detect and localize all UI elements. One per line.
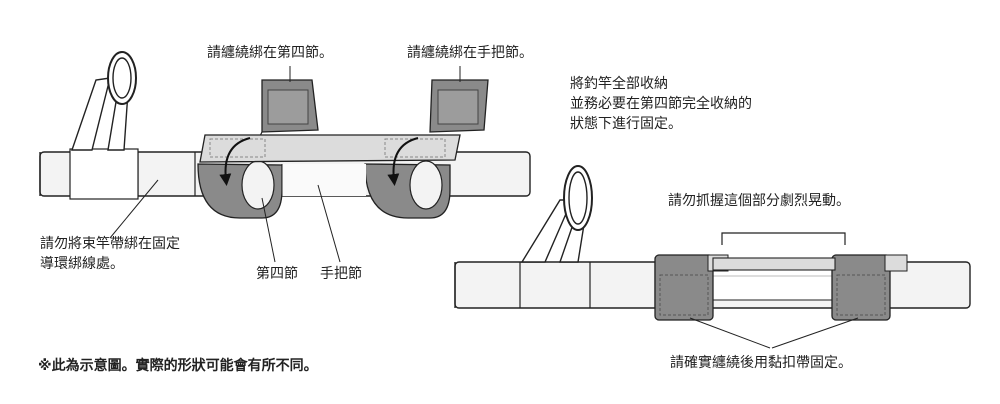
- label-part-handle: 手把節: [320, 266, 362, 282]
- right-illustration: [454, 165, 971, 349]
- handle-section: [282, 164, 366, 196]
- disclaimer-note: ※此為示意圖。實際的形狀可能會有所不同。: [38, 358, 318, 374]
- no-shake-bracket: [721, 232, 846, 245]
- strap-handle-section: [364, 79, 489, 219]
- strap-wrapped-right: [831, 254, 908, 321]
- guide-wrap-left: [69, 148, 139, 200]
- label-wind-handle: 請纏繞綁在手把節。: [407, 45, 533, 61]
- left-illustration: [39, 51, 531, 263]
- strap-4th-section: [197, 79, 319, 219]
- label-guide-line1: 請勿將束竿帶綁在固定: [40, 236, 180, 252]
- wind-arrow-4th: [219, 137, 251, 186]
- wind-arrow-handle: [387, 137, 419, 186]
- strap-band-right: [712, 257, 836, 271]
- label-velcro: 請確實纏繞後用黏扣帶固定。: [670, 355, 852, 371]
- guide-ring-right: [520, 165, 593, 263]
- label-no-shake: 請勿抓握這個部分劇烈晃動。: [668, 193, 850, 209]
- label-guide-line2: 導環綁線處。: [40, 256, 124, 272]
- label-part-4th: 第四節: [256, 266, 298, 282]
- label-store-instruction: 將釣竿全部收納 並務必要在第四節完全收納的 狀態下進行固定。: [570, 74, 752, 134]
- guide-ring-left: [71, 51, 137, 151]
- label-store-line3: 狀態下進行固定。: [570, 116, 682, 132]
- label-guide-warning: 請勿將束竿帶綁在固定 導環綁線處。: [40, 234, 180, 274]
- label-wind-4th: 請纏繞綁在第四節。: [207, 45, 333, 61]
- label-store-line1: 將釣竿全部收納: [570, 76, 668, 92]
- label-store-line2: 並務必要在第四節完全收納的: [570, 96, 752, 112]
